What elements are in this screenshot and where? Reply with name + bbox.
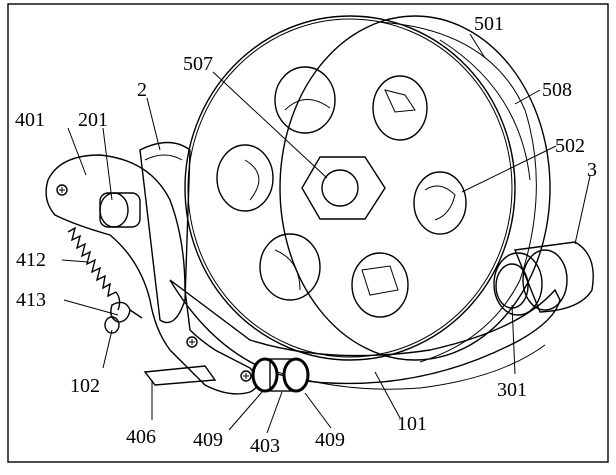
label-413: 413: [16, 289, 46, 311]
label-412: 412: [16, 249, 46, 271]
figure-frame: [7, 3, 609, 463]
roller-3: [514, 241, 594, 313]
rear-disc-rim: [379, 21, 537, 363]
hole-3: [216, 144, 274, 212]
label-401: 401: [15, 109, 45, 131]
label-409-right: 409: [315, 429, 345, 451]
roller-3-face: [522, 249, 568, 311]
screw-cross: [59, 187, 65, 193]
front-disc-rim: [187, 18, 513, 358]
rear-disc-rim-2: [439, 39, 531, 181]
leader-lines: [61, 33, 591, 434]
nut-bore: [321, 169, 359, 207]
shaft-201: [99, 192, 129, 228]
screw-cross-2: [189, 339, 195, 345]
label-409-left: 409: [193, 429, 223, 451]
labels: 501 508 502 507 2 401 201 412 413 102 40…: [15, 13, 597, 457]
label-2: 2: [137, 79, 147, 101]
screw-lever-2: [240, 370, 252, 382]
label-406: 406: [126, 426, 156, 448]
arm-2-detail: [144, 154, 183, 161]
roller-409-left: [251, 357, 279, 393]
label-502: 502: [555, 135, 585, 157]
hole-2: [372, 75, 428, 141]
roller-409-right: [282, 357, 310, 393]
hook-link: [129, 309, 143, 319]
shaft-201-body: [99, 192, 141, 228]
arm-2: [139, 141, 191, 324]
rear-disc-501: [279, 15, 551, 361]
spring-412: [67, 226, 121, 311]
label-301: 301: [497, 379, 527, 401]
hook-413: [110, 301, 131, 323]
hole-502: [413, 171, 467, 235]
label-102: 102: [70, 375, 100, 397]
label-501: 501: [474, 13, 504, 35]
hole-5: [259, 233, 321, 301]
screw-lever: [186, 336, 198, 348]
pin-102: [104, 316, 120, 334]
screw-cross-3: [243, 373, 249, 379]
hole-1: [274, 66, 336, 134]
front-disc-508: [184, 15, 516, 361]
screw-401: [56, 184, 68, 196]
holes: [216, 66, 467, 318]
label-403: 403: [250, 435, 280, 457]
label-507: 507: [183, 53, 213, 75]
plate-406: [143, 365, 217, 386]
hex-nut-507: [301, 156, 386, 220]
hole-6: [351, 252, 409, 318]
label-508: 508: [542, 79, 572, 101]
label-201: 201: [78, 109, 108, 131]
label-101: 101: [397, 413, 427, 435]
lever-401: [45, 154, 259, 395]
label-3: 3: [587, 159, 597, 181]
roller-3-end: [493, 252, 543, 316]
